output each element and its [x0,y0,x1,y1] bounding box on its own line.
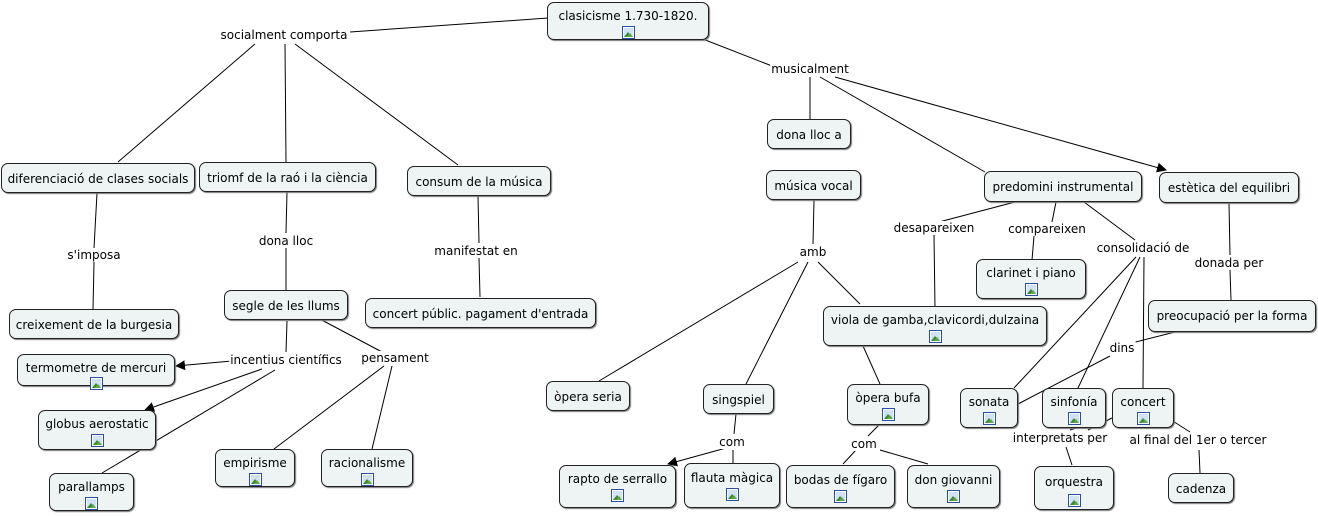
concept-empirisme[interactable]: empirisme [215,449,295,487]
concept-label: cadenza [1175,482,1227,496]
concept-parallamps[interactable]: parallamps [49,473,134,511]
concept-creixement[interactable]: creixement de la burgesia [9,309,179,339]
concept-label: flauta màgica [690,471,774,485]
link-desapareixen[interactable]: desapareixen [892,221,976,235]
image-icon[interactable] [90,434,104,447]
concept-viola[interactable]: viola de gamba,clavicordi,dulzaina [823,306,1047,346]
concept-bodas[interactable]: bodas de fígaro [786,465,895,508]
link-socialment-comporta[interactable]: socialment comporta [219,28,349,42]
concept-label: clasicisme 1.730-1820. [558,9,698,23]
link-compareixen[interactable]: compareixen [1007,222,1087,236]
concept-cadenza[interactable]: cadenza [1168,473,1234,503]
concept-label: concert [1120,395,1166,409]
image-icon[interactable] [89,377,103,390]
concept-label: òpera bufa [855,391,921,405]
concept-label: creixement de la burgesia [15,318,173,332]
concept-label: singspiel [712,393,765,407]
concept-label: globus aerostatic [45,417,149,431]
link-dins[interactable]: dins [1108,341,1136,355]
concept-clarinet[interactable]: clarinet i piano [976,259,1086,299]
concept-triomf[interactable]: triomf de la raó i la ciència [199,162,376,192]
image-icon[interactable] [1067,412,1081,425]
link-incentius-cientifics[interactable]: incentius científics [229,353,343,367]
concept-termometre[interactable]: termometre de mercuri [17,354,175,390]
concept-opera-bufa[interactable]: òpera bufa [847,384,929,425]
concept-label: diferenciació de clases socials [7,172,189,186]
image-icon[interactable] [1136,412,1150,425]
concept-sonata[interactable]: sonata [960,388,1018,428]
link-al-final[interactable]: al final del 1er o tercer [1128,433,1268,447]
concept-label: parallamps [58,480,125,494]
concept-label: segle de les llums [232,299,340,313]
concept-concert-public[interactable]: concert públic. pagament d'entrada [365,298,596,328]
concept-clasicisme[interactable]: clasicisme 1.730-1820. [547,2,709,40]
image-icon[interactable] [928,330,942,343]
concept-musica-vocal[interactable]: música vocal [766,170,861,200]
concept-label: concert públic. pagament d'entrada [372,307,589,321]
concept-sinfonia[interactable]: sinfonía [1042,388,1106,428]
concept-dona-lloc-a[interactable]: dona lloc a [767,119,851,149]
concept-label: consum de la música [415,175,543,189]
concept-label: òpera seria [554,390,622,404]
concept-consum[interactable]: consum de la música [407,166,551,196]
link-manifestat-en[interactable]: manifestat en [433,244,519,258]
link-com-opera-bufa[interactable]: com [850,437,878,451]
image-icon[interactable] [611,489,624,502]
image-icon[interactable] [834,490,847,503]
concept-label: preocupació per la forma [1156,309,1308,323]
image-icon[interactable] [85,497,98,510]
concept-don-giovanni[interactable]: don giovanni [907,465,1000,508]
concept-opera-seria[interactable]: òpera seria [546,381,630,411]
image-icon[interactable] [1024,283,1038,296]
concept-orquestra[interactable]: orquestra [1034,466,1114,510]
link-com-singspiel[interactable]: com [718,435,746,449]
concept-label: estètica del equilibri [1167,181,1291,195]
image-icon[interactable] [248,473,262,486]
concept-globus[interactable]: globus aerostatic [38,410,156,450]
image-icon[interactable] [725,488,739,501]
image-icon[interactable] [982,412,996,425]
concept-label: orquestra [1045,475,1103,489]
link-musicalment[interactable]: musicalment [770,62,850,76]
concept-label: termometre de mercuri [25,361,167,375]
concept-label: predomini instrumental [992,180,1134,194]
link-amb[interactable]: amb [798,245,828,259]
concept-label: clarinet i piano [986,266,1076,280]
concept-rapto[interactable]: rapto de serrallo [559,465,676,508]
concept-racionalisme[interactable]: racionalisme [321,449,413,487]
link-interpretats-per[interactable]: interpretats per [1011,431,1109,445]
concept-singspiel[interactable]: singspiel [703,384,774,414]
concept-segle[interactable]: segle de les llums [224,290,348,320]
concept-preocupacio[interactable]: preocupació per la forma [1148,300,1316,332]
concept-diferenciacio[interactable]: diferenciació de clases socials [1,163,195,193]
concept-label: dona lloc a [776,128,842,142]
concept-label: música vocal [774,179,853,193]
link-donada-per[interactable]: donada per [1193,256,1265,270]
concept-label: empirisme [223,456,287,470]
concept-label: don giovanni [914,473,993,487]
image-icon[interactable] [881,408,895,421]
concept-estetica[interactable]: estètica del equilibri [1159,172,1299,203]
image-icon[interactable] [947,490,960,503]
concept-label: viola de gamba,clavicordi,dulzaina [830,313,1040,327]
concept-label: rapto de serrallo [567,472,668,486]
link-consolidacio-de[interactable]: consolidació de [1095,241,1191,255]
concept-label: triomf de la raó i la ciència [207,171,368,185]
link-dona-lloc[interactable]: dona lloc [257,234,315,248]
image-icon[interactable] [621,26,635,39]
concept-label: sinfonía [1050,395,1098,409]
image-icon[interactable] [1067,494,1081,507]
concept-flauta[interactable]: flauta màgica [684,463,780,508]
concept-label: bodas de fígaro [793,473,888,487]
link-simposa[interactable]: s'imposa [66,248,122,262]
concept-label: racionalisme [328,456,406,470]
image-icon[interactable] [360,473,374,486]
concept-predomini[interactable]: predomini instrumental [984,171,1142,202]
concept-label: sonata [968,395,1010,409]
link-pensament[interactable]: pensament [360,351,430,365]
concept-concert[interactable]: concert [1112,388,1174,428]
